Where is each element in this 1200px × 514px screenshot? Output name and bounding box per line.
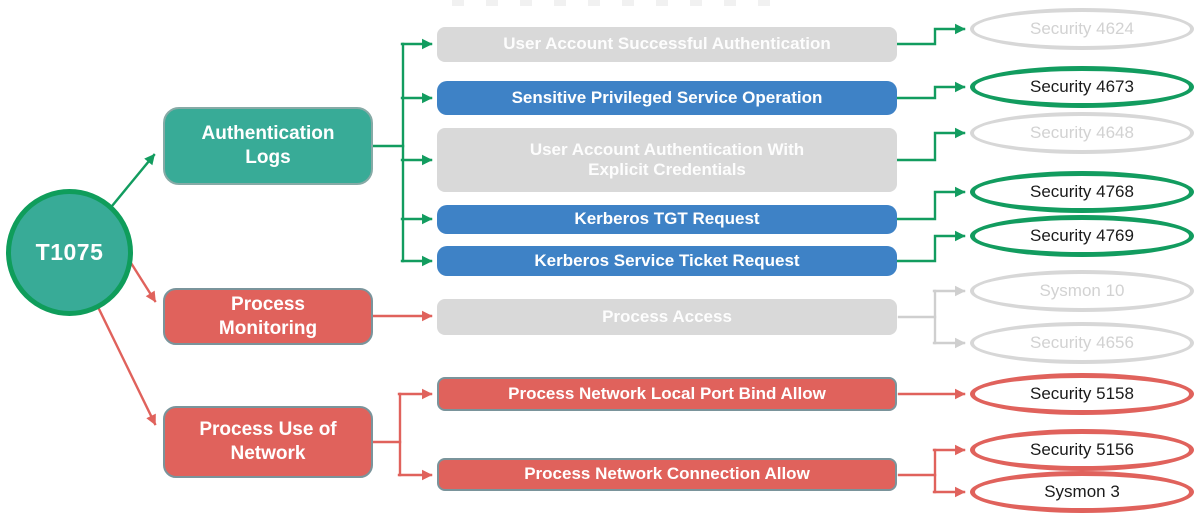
category-process-monitoring: Process Monitoring: [163, 288, 373, 345]
log-label: Security 4673: [1030, 77, 1134, 96]
technique-node-t1075: T1075: [6, 189, 133, 316]
event-process-access: Process Access: [437, 299, 897, 335]
event-process-network-local-port-bind-allow: Process Network Local Port Bind Allow: [437, 377, 897, 411]
event-sensitive-privileged-service-operation: Sensitive Privileged Service Operation: [437, 81, 897, 115]
event-process-network-connection-allow: Process Network Connection Allow: [437, 458, 897, 491]
category-authentication-logs: Authentication Logs: [163, 107, 373, 185]
log-label: Sysmon 10: [1039, 281, 1125, 300]
cropped-title-artifact: [452, 0, 772, 6]
log-label: Sysmon 3: [1044, 482, 1120, 501]
category-label: Process Monitoring: [218, 293, 318, 339]
log-sysmon-3: Sysmon 3: [970, 471, 1194, 513]
event-label: Process Network Local Port Bind Allow: [508, 383, 826, 403]
event-user-account-successful-authentication: User Account Successful Authentication: [437, 27, 897, 62]
technique-label: T1075: [35, 239, 104, 265]
event-label: Process Access: [602, 306, 732, 326]
category-process-use-of-network: Process Use of Network: [163, 406, 373, 478]
log-label: Security 4656: [1030, 333, 1134, 352]
log-security-4648: Security 4648: [970, 112, 1194, 154]
log-label: Security 5156: [1030, 440, 1134, 459]
log-label: Security 5158: [1030, 384, 1134, 403]
event-label: Sensitive Privileged Service Operation: [511, 87, 823, 107]
log-security-4769: Security 4769: [970, 215, 1194, 257]
log-label: Security 4648: [1030, 123, 1134, 142]
event-user-account-authentication-with-explicit-credentials: User Account Authentication With Explici…: [437, 128, 897, 192]
event-label: Process Network Connection Allow: [524, 464, 810, 484]
log-security-5156: Security 5156: [970, 429, 1194, 471]
log-security-4656: Security 4656: [970, 322, 1194, 364]
gray-edges: [897, 285, 966, 349]
log-label: Security 4769: [1030, 226, 1134, 245]
red-edges: [97, 261, 966, 498]
category-label: Authentication Logs: [201, 123, 335, 168]
event-label: User Account Successful Authentication: [503, 34, 831, 54]
log-label: Security 4624: [1030, 19, 1134, 38]
log-sysmon-10: Sysmon 10: [970, 270, 1194, 312]
event-label: User Account Authentication With Explici…: [529, 139, 805, 179]
event-kerberos-tgt-request: Kerberos TGT Request: [437, 205, 897, 234]
log-security-4624: Security 4624: [970, 8, 1194, 50]
log-security-5158: Security 5158: [970, 373, 1194, 415]
log-label: Security 4768: [1030, 182, 1134, 201]
event-kerberos-service-ticket-request: Kerberos Service Ticket Request: [437, 246, 897, 276]
category-label: Process Use of Network: [199, 419, 337, 464]
green-edges: [110, 23, 966, 267]
log-security-4768: Security 4768: [970, 171, 1194, 213]
event-label: Kerberos Service Ticket Request: [534, 250, 800, 270]
event-label: Kerberos TGT Request: [574, 209, 760, 229]
log-security-4673: Security 4673: [970, 66, 1194, 108]
